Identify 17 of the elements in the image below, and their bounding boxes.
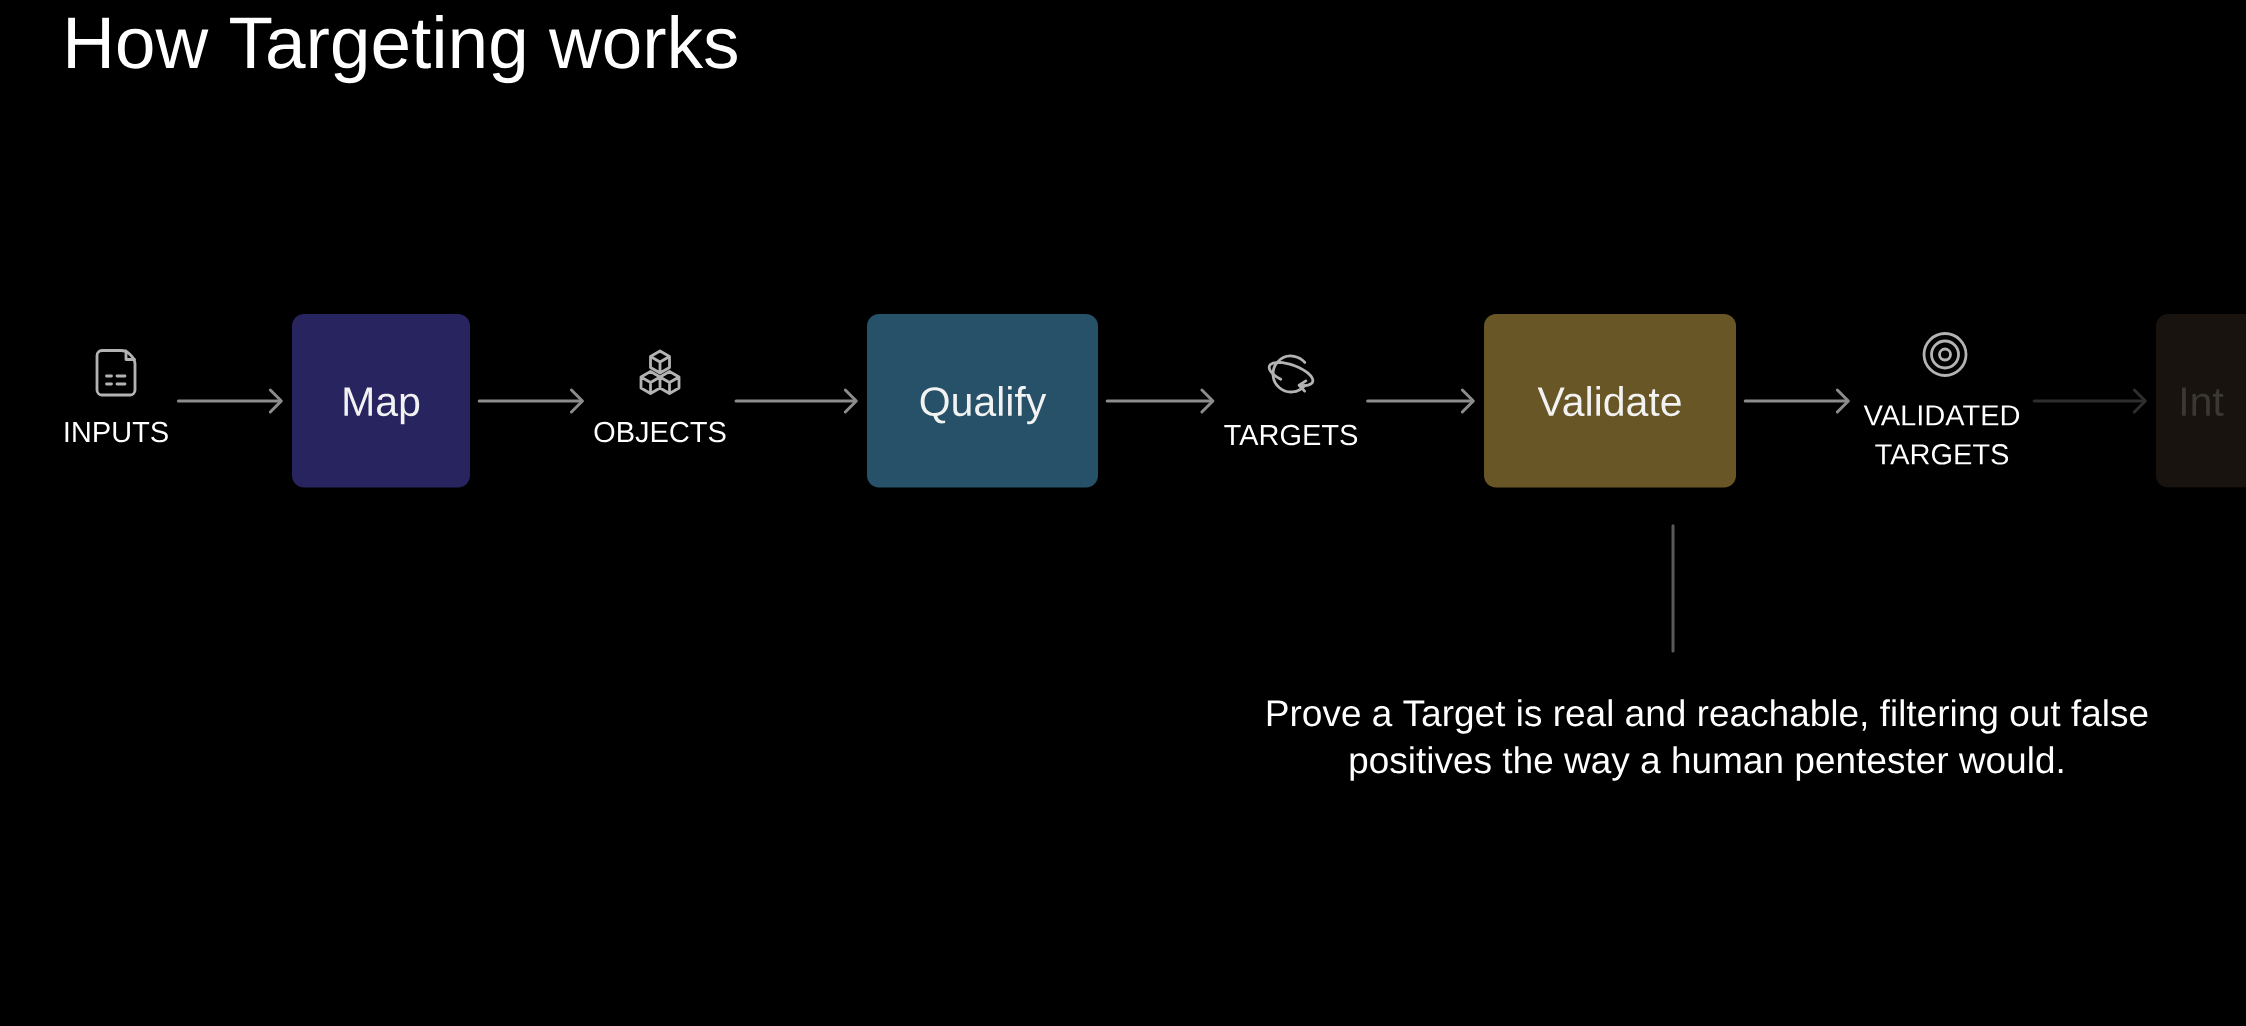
arrow	[2032, 388, 2147, 414]
stage-label: INPUTS	[65, 421, 168, 443]
process-box: Validate	[1484, 314, 1736, 488]
arrow	[176, 388, 283, 414]
arrow	[477, 388, 584, 414]
stage-label: OBJECTS	[594, 421, 726, 443]
process-box: Map	[292, 314, 470, 488]
process-box: Qualify	[867, 314, 1098, 488]
leader-line	[1671, 524, 1675, 653]
stage-label: VALIDATED TARGETS	[1863, 405, 2020, 465]
arrow	[1105, 388, 1215, 414]
arrow	[734, 388, 858, 414]
stage-label: TARGETS	[1224, 424, 1358, 446]
title: How Targeting works	[68, 15, 737, 84]
arrow	[1366, 388, 1475, 414]
arrow	[1743, 388, 1850, 414]
description-text: Prove a Target is real and reachable, filtering out false positives the way a human pentester would.	[1267, 699, 2148, 781]
